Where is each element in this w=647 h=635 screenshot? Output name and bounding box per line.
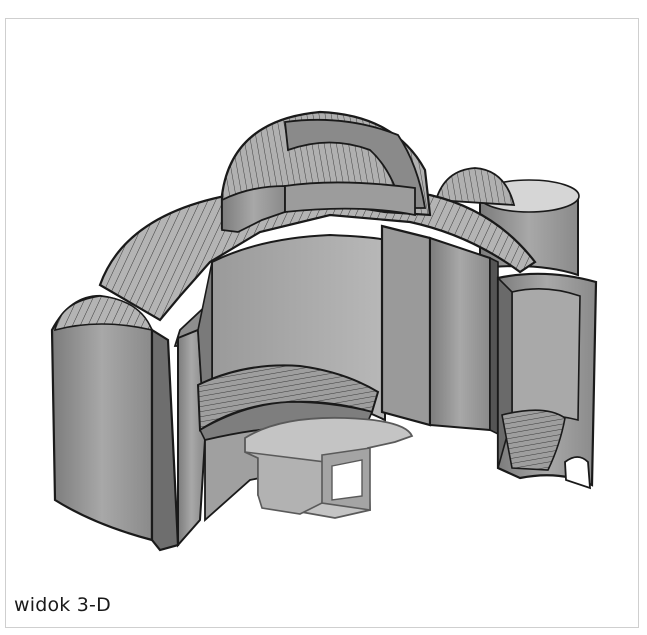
- crypt-block: [244, 416, 414, 519]
- outer-wall-left: [150, 328, 207, 552]
- right-chapel: [496, 272, 598, 490]
- top-cupola: [220, 110, 432, 233]
- center-partition: [380, 224, 499, 436]
- figure-caption: widok 3-D: [14, 594, 111, 616]
- small-dome: [434, 167, 516, 206]
- left-drum: [50, 294, 154, 542]
- nave-floor: [196, 364, 380, 441]
